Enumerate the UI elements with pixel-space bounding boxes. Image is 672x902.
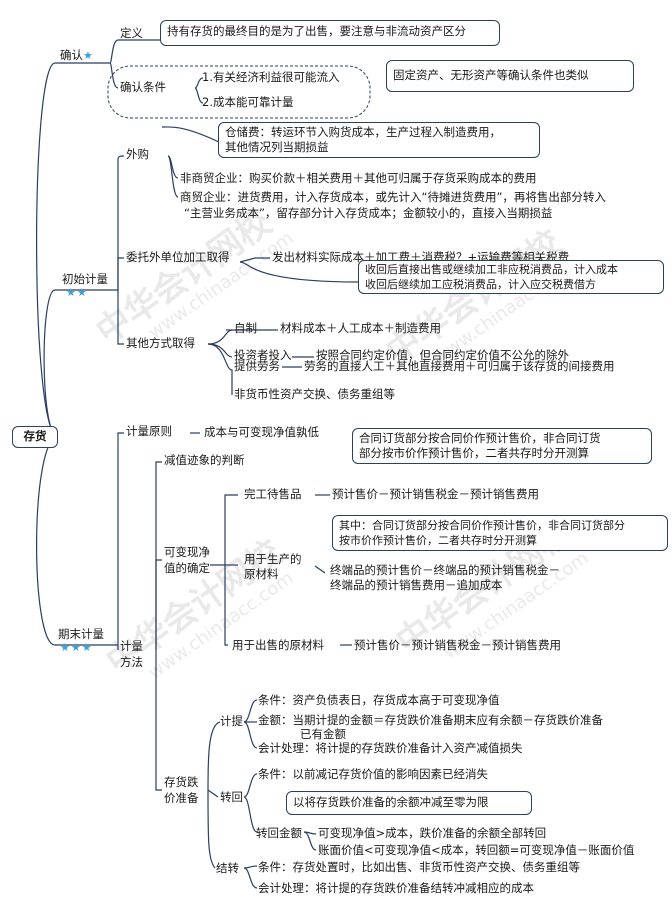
purchase-label: 外购 <box>126 147 149 161</box>
investor-value: 按照合同约定价值，但合同约定价值不公允的除外 <box>316 348 569 362</box>
transfer-condition: 条件：存货处置时，比如出售、非货币性资产交换、债务重组等 <box>258 860 580 874</box>
impairment-note-box: 合同订货部分按合同价作预计售价，非合同订货 部分按市价作预计售价，二者共存时分开… <box>352 428 652 464</box>
sale-material-value: 预计售价－预计销售税金－预计销售费用 <box>354 638 561 652</box>
purchase-note-box: 仓储费：转运环节入购货成本，生产过程入制造费用， 其他情况列当期损益 <box>218 122 540 158</box>
stars-icon: ★★ <box>66 286 88 299</box>
nonmerchant-text: 非商贸企业：购买价款＋相关费用＋其他可归属于存货采购成本的费用 <box>180 171 537 185</box>
section-recognition-title: 确认★ <box>60 48 94 62</box>
self-made-label: 自制 <box>234 321 257 335</box>
labor-value: 劳务的直接人工＋其他直接费用＋可归属于该存货的间接费用 <box>304 359 615 373</box>
root-node: 存货 <box>12 426 58 448</box>
merchant-text-2: “主营业务成本”，留存部分计入存货成本；金额较小的，直接入当期损益 <box>184 206 553 220</box>
reverse-label: 转回 <box>220 790 243 804</box>
production-note-box: 其中：合同订货部分按合同价作预计售价，非合同订货部分 按市价作预计售价，二者共存… <box>332 515 668 551</box>
outsourced-label: 委托外单位加工取得 <box>126 250 230 264</box>
outsourced-note-box: 收回后直接出售或继续加工非应税消费品，计入成本 收回后继续加工应税消费品，计入应… <box>358 260 664 294</box>
nrv-label: 可变现净值的确定 <box>164 545 210 575</box>
production-material-value-2: 终端品的预计销售费用－追加成本 <box>330 578 503 592</box>
transfer-treatment: 会计处理：将计提的存货跌价准备结转冲减相应的成本 <box>258 881 534 895</box>
production-material-label: 用于生产的原材料 <box>244 552 302 581</box>
reverse-amount-label: 转回金额 <box>256 826 302 840</box>
sale-material-label: 用于出售的原材料 <box>232 638 324 652</box>
reverse-note-box: 以将存货跌价准备的余额冲减至零为限 <box>286 791 532 815</box>
labor-label: 提供劳务 <box>234 359 280 373</box>
accrue-label: 计提 <box>220 714 243 728</box>
reverse-amount-2: 账面价值<可变现净值<成本，转回额=可变现净值－账面价值 <box>318 843 635 857</box>
reverse-condition: 条件：以前减记存货价值的影响因素已经消失 <box>258 767 488 781</box>
accrue-amount-1: 金额：当期计提的金额＝存货跌价准备期末应有余额－存货跌价准备 <box>258 713 603 727</box>
impairment-label: 减值迹象的判断 <box>164 453 245 467</box>
conditions-label: 确认条件 <box>120 80 166 94</box>
principle-label: 计量原则 <box>126 424 172 438</box>
production-note-line: 其中：合同订货部分按合同价作预计售价，非合同订货部分 <box>339 519 625 532</box>
purchase-note-line: 其他情况列当期损益 <box>225 140 329 154</box>
condition-2: 2.成本能可靠计量 <box>202 95 294 109</box>
star-icon: ★ <box>83 49 94 62</box>
investor-label: 投资者投入 <box>234 348 292 362</box>
condition-1: 1.有关经济利益很可能流入 <box>202 70 340 84</box>
provision-label: 存货跌价准备 <box>164 775 199 805</box>
principle-value: 成本与可变现净值孰低 <box>204 425 319 439</box>
section-subsequent-title: 期末计量 <box>58 627 104 641</box>
impairment-note-line: 合同订货部分按合同价作预计售价，非合同订货 <box>359 431 601 445</box>
purchase-note-line: 仓储费：转运环节入购货成本，生产过程入制造费用， <box>225 125 501 139</box>
finished-goods-label: 完工待售品 <box>244 487 302 501</box>
definition-label: 定义 <box>120 26 143 40</box>
nonmonetary-text: 非货币性资产交换、债务重组等 <box>234 387 395 401</box>
accrue-treatment: 会计处理：将计提的存货跌价准备计入资产减值损失 <box>258 741 523 755</box>
definition-box: 持有存货的最终目的是为了出售，要注意与非流动资产区分 <box>160 20 500 46</box>
impairment-note-line: 部分按市价作预计售价，二者共存时分开测算 <box>359 446 589 460</box>
production-material-value-1: 终端品的预计售价－终端品的预计销售税金－ <box>330 563 560 577</box>
accrue-amount-2: 已有金额 <box>300 727 346 741</box>
self-made-value: 材料成本＋人工成本＋制造费用 <box>280 321 441 335</box>
merchant-text-1: 商贸企业：进货费用，计入存货成本，或先计入“待摊进货费用”，再将售出部分转入 <box>180 190 606 204</box>
other-acquisition-label: 其他方式取得 <box>126 336 195 350</box>
outsourced-note-line: 收回后直接出售或继续加工非应税消费品，计入成本 <box>365 263 618 276</box>
reverse-amount-1: 可变现净值>成本，跌价准备的余额全部转回 <box>318 826 547 840</box>
stars-icon: ★★★ <box>60 641 93 654</box>
finished-goods-value: 预计售价－预计销售税金－预计销售费用 <box>332 487 539 501</box>
transfer-label: 结转 <box>216 861 239 875</box>
section-initial-title: 初始计量 <box>62 272 108 286</box>
outsourced-note-line: 收回后继续加工应税消费品，计入应交税费借方 <box>365 278 596 291</box>
method-label: 计量方法 <box>120 639 143 669</box>
production-note-line: 按市价作预计售价，二者共存时分开测算 <box>339 534 537 547</box>
conditions-note-box: 固定资产、无形资产等确认条件也类似 <box>386 60 634 92</box>
accrue-condition: 条件：资产负债表日，存货成本高于可变现净值 <box>258 693 500 707</box>
